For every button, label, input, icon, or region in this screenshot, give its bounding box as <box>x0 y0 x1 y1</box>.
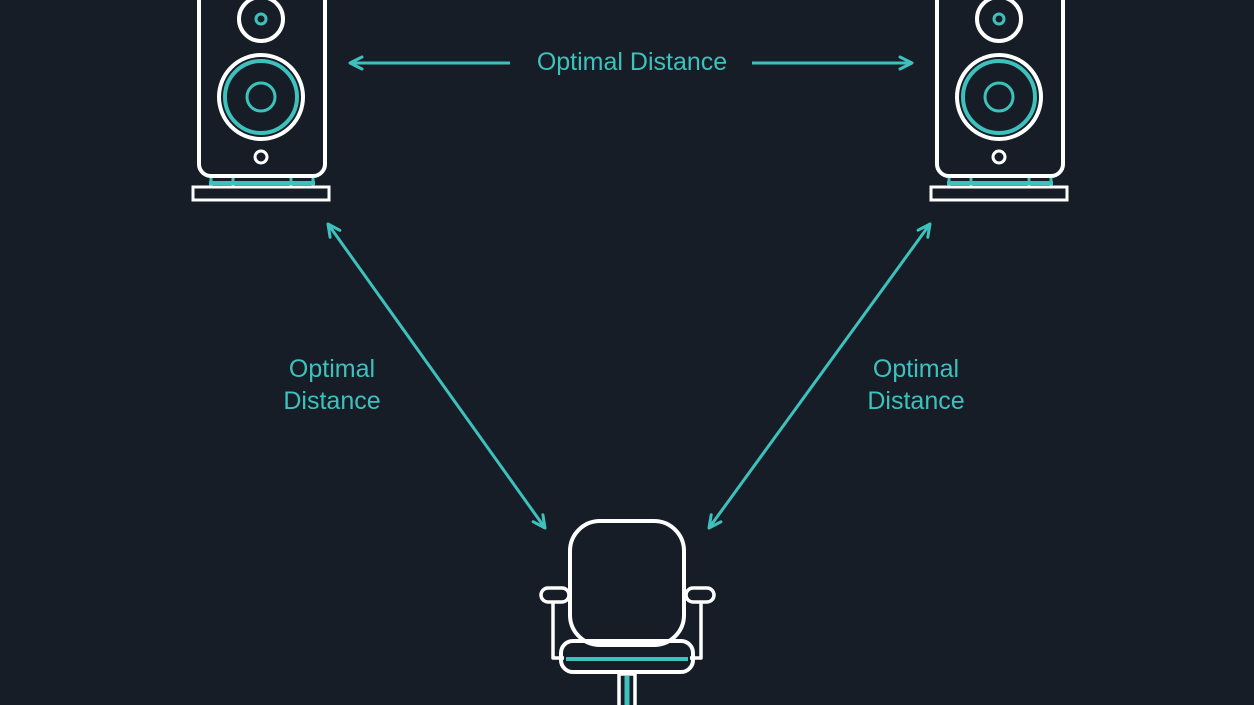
right-speaker-icon <box>929 0 1069 202</box>
right-distance-label: Optimal Distance <box>836 353 996 417</box>
left-diagonal-arrow <box>326 222 547 530</box>
top-distance-text: Optimal Distance <box>536 48 728 76</box>
top-distance-label: Optimal Distance <box>512 46 752 78</box>
office-chair-icon <box>539 519 716 705</box>
left-distance-line-2: Distance <box>283 387 381 415</box>
right-distance-line-1: Optimal <box>872 355 960 383</box>
left-distance-label: Optimal Distance <box>252 353 412 417</box>
left-distance-line-1: Optimal <box>288 355 376 383</box>
right-distance-line-2: Distance <box>867 387 965 415</box>
right-diagonal-arrow <box>707 222 932 530</box>
left-speaker-icon <box>191 0 331 202</box>
